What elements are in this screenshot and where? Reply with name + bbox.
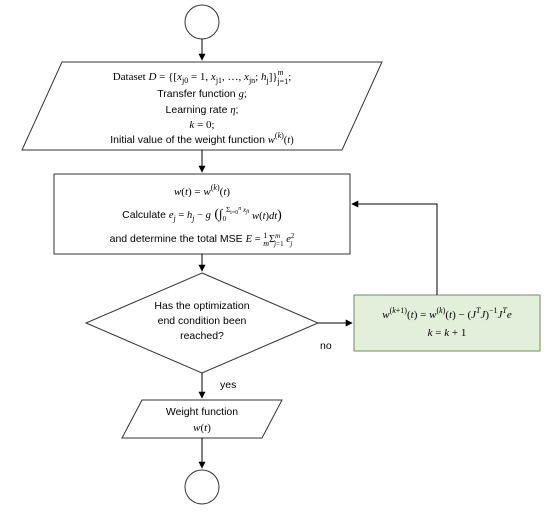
input-initial-text: Initial value of the weight function w(k… [110,131,294,146]
process-block: w(t) = w(k)(t) Calculate ej = hj − g (∫0… [53,173,351,255]
input-transfer-text: Transfer function g; [157,88,247,100]
edge-label-yes: yes [220,379,236,391]
update-rect [353,294,541,352]
input-block: Dataset D = {[xj0 = 1, xj1, …, xjn; hj]}… [21,61,383,151]
update-weight-text: w(k+1)(t) = w(k)(t) − (JTJ)−1JTe [382,306,512,321]
end-terminal [184,469,220,505]
update-k-text: k = k + 1 [428,327,467,339]
output-line-1: Weight function [166,406,238,418]
decision-line-3: reached? [180,330,224,342]
output-parallelogram [121,399,283,439]
input-learning-text: Learning rate η; [166,104,239,116]
start-terminal [184,4,220,40]
decision-line-1: Has the optimization [154,300,249,312]
decision-line-2: end condition been [158,315,247,327]
process-assign-text: w(t) = w(k)(t) [174,183,230,198]
input-parallelogram [21,61,383,151]
decision-block: Has the optimization end condition been … [84,272,320,374]
input-k-text: k = 0; [189,119,214,131]
update-block: w(k+1)(t) = w(k)(t) − (JTJ)−1JTe k = k +… [353,294,541,352]
output-block: Weight function w(t) [121,399,283,439]
process-rect [53,173,351,255]
input-dataset-text: Dataset D = {[xj0 = 1, xj1, …, xjn; hj]}… [113,68,292,86]
edge-label-no: no [320,340,332,352]
output-line-2: w(t) [193,422,211,434]
edge-update-loop-to-process [351,200,438,295]
